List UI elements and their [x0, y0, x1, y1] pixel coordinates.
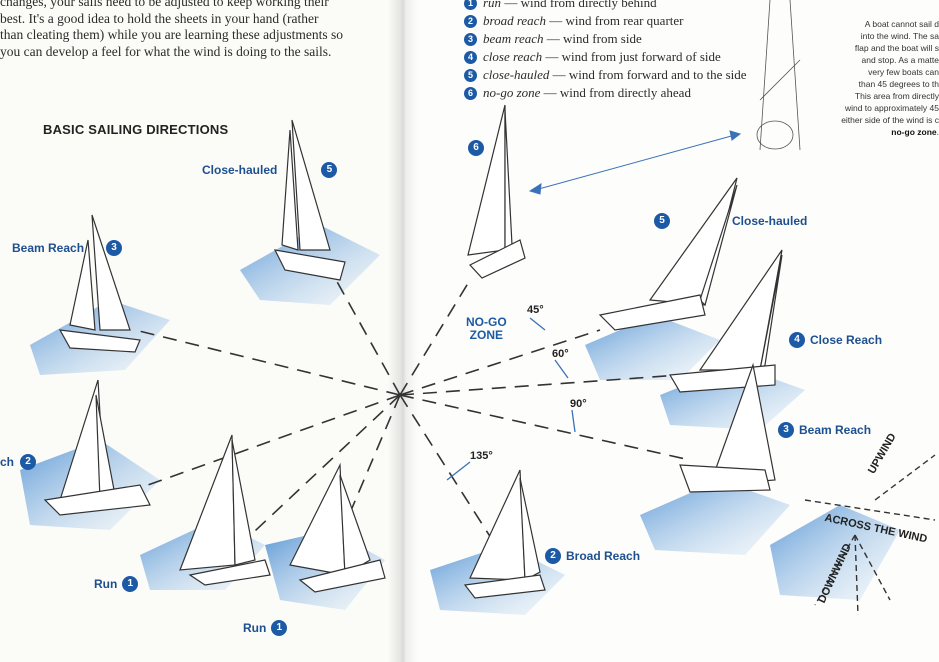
- label-text: Beam Reach: [799, 423, 872, 437]
- label-text: ch: [0, 455, 15, 469]
- intro-paragraph: changes, your sails need to be adjusted …: [0, 0, 370, 60]
- label-run-left-2: Run 1: [243, 620, 292, 636]
- direction-legend: 1 run — wind from directly behind 2 broad …: [464, 0, 747, 102]
- number-badge: 2: [464, 14, 477, 28]
- legend-item: 6 no-go zone — wind from directly ahead: [464, 84, 747, 102]
- intro-line: than cleating them) while you are learni…: [0, 27, 344, 42]
- legend-item: 3 beam reach — wind from side: [464, 30, 747, 48]
- label-text: Run: [94, 577, 118, 591]
- legend-item: 2 broad reach — wind from rear quarter: [464, 12, 747, 30]
- intro-line: changes, your sails need to be adjusted …: [0, 0, 329, 9]
- intro-line: best. It's a good idea to hold the sheet…: [0, 10, 319, 26]
- angle-60: 60°: [552, 348, 569, 360]
- label-text: Broad Reach: [566, 549, 641, 563]
- number-badge: 3: [778, 422, 794, 438]
- number-badge: 1: [271, 620, 288, 636]
- number-badge: 1: [122, 576, 139, 592]
- nogo-line: ZONE: [469, 328, 503, 342]
- number-badge: 3: [106, 240, 123, 256]
- legend-term: close reach: [483, 49, 543, 64]
- angle-135: 135°: [470, 450, 493, 462]
- label-broad-reach-right: 2 Broad Reach: [540, 548, 640, 564]
- note-line: A boat cannot sail d: [864, 19, 939, 29]
- note-line: into the wind. The sa: [860, 31, 939, 41]
- number-badge: 6: [464, 86, 477, 100]
- label-run-left-1: Run 1: [94, 576, 143, 592]
- section-title: BASIC SAILING DIRECTIONS: [43, 122, 229, 137]
- number-badge: 4: [789, 332, 805, 348]
- number-badge: 5: [654, 213, 670, 229]
- label-close-hauled-left: Close-hauled 5: [202, 162, 342, 178]
- label-no-go-top: 6: [468, 140, 484, 156]
- boats: [43, 104, 783, 599]
- legend-item: 4 close reach — wind from just forward of…: [464, 48, 747, 66]
- legend-desc: — wind from rear quarter: [549, 13, 684, 28]
- nogo-sketch: [756, 0, 801, 151]
- note-line: wind to approximately 45: [844, 103, 939, 113]
- nogo-side-note: A boat cannot sail d into the wind. The …: [830, 18, 939, 138]
- note-line: This area from directly: [854, 91, 939, 101]
- legend-term: no-go zone: [483, 85, 541, 100]
- number-badge: 2: [20, 454, 37, 470]
- angle-45: 45°: [527, 304, 544, 316]
- intro-line: you can develop a feel for what the wind…: [0, 43, 332, 59]
- nogo-zone-label: NO-GO ZONE: [466, 316, 507, 342]
- note-line: flap and the boat will s: [854, 43, 939, 53]
- number-badge: 2: [545, 548, 561, 564]
- label-broad-reach-left: ch 2: [0, 454, 41, 470]
- legend-desc: — wind from directly ahead: [543, 85, 691, 100]
- angle-90: 90°: [570, 398, 587, 410]
- label-text: Close-hauled: [202, 163, 278, 177]
- note-line: very few boats can: [868, 67, 939, 77]
- legend-item: 1 run — wind from directly behind: [464, 0, 747, 12]
- legend-term: close-hauled: [483, 67, 550, 82]
- number-badge: 5: [464, 68, 477, 82]
- legend-desc: — wind from directly behind: [504, 0, 657, 10]
- note-term-line: no-go zone.: [830, 126, 939, 138]
- label-text: Beam Reach: [12, 241, 85, 255]
- legend-term: beam reach: [483, 31, 544, 46]
- nogo-line: NO-GO: [466, 315, 507, 329]
- angle-arrows: [446, 317, 576, 481]
- label-text: Close Reach: [810, 333, 883, 347]
- legend-item: 5 close-hauled — wind from forward and to…: [464, 66, 747, 84]
- label-text: Run: [243, 621, 267, 635]
- label-close-reach-right: 4 Close Reach: [784, 332, 882, 348]
- number-badge: 4: [464, 50, 477, 64]
- note-line: and stop. As a matte: [861, 55, 939, 65]
- legend-desc: — wind from just forward of side: [545, 49, 721, 64]
- book-spine: [388, 0, 418, 662]
- note-term: no-go zone: [891, 127, 937, 137]
- nogo-arrow: [528, 130, 742, 195]
- number-badge: 1: [464, 0, 477, 10]
- legend-desc: — wind from forward and to the side: [552, 67, 747, 82]
- label-close-hauled-right: 5 Close-hauled: [654, 213, 807, 229]
- label-beam-reach-left: Beam Reach 3: [12, 240, 127, 256]
- legend-desc: — wind from side: [546, 31, 642, 46]
- note-term-end: .: [936, 127, 939, 137]
- number-badge: 3: [464, 32, 477, 46]
- label-beam-reach-right: 3 Beam Reach: [773, 422, 871, 438]
- number-badge: 6: [468, 140, 484, 156]
- note-line: either side of the wind is c: [841, 115, 939, 125]
- legend-term: broad reach: [483, 13, 546, 28]
- legend-term: run: [483, 0, 502, 10]
- label-text: Close-hauled: [732, 214, 808, 228]
- wind-arrows: [804, 454, 936, 616]
- note-line: than 45 degrees to th: [858, 79, 939, 89]
- number-badge: 5: [321, 162, 338, 178]
